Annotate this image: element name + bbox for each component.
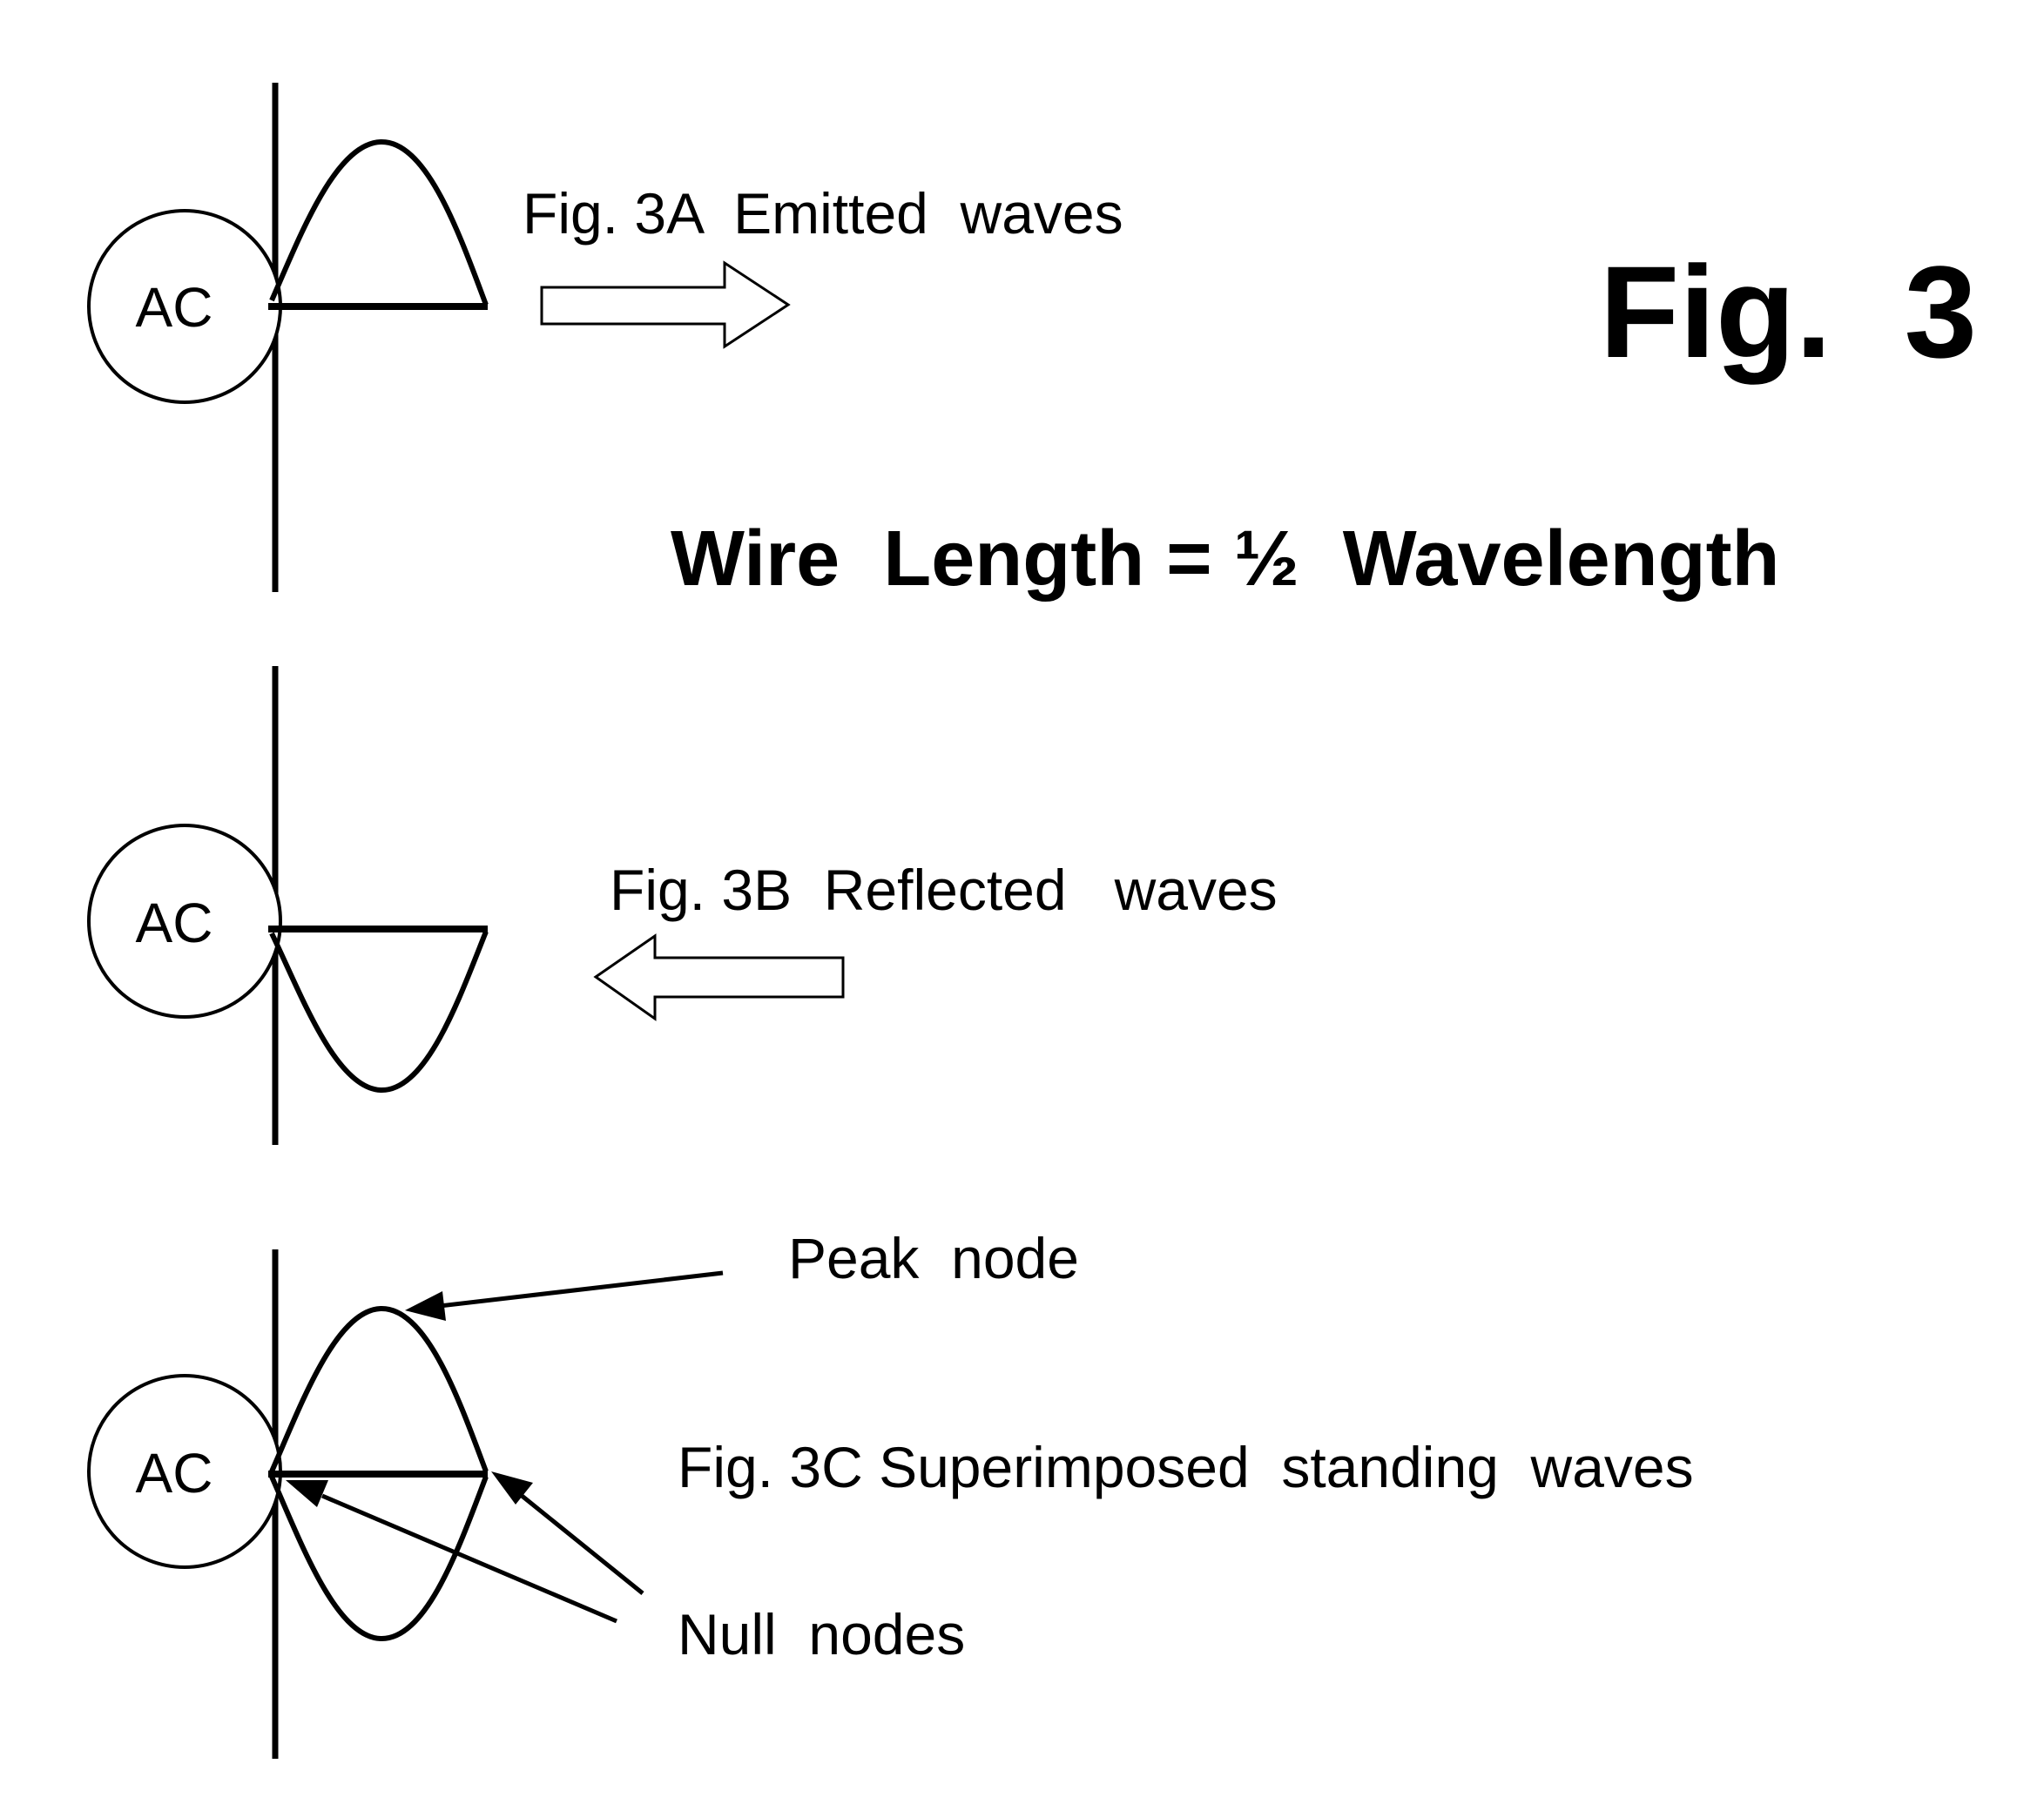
caption-3a: Fig. 3A Emitted waves [523, 181, 1123, 246]
null-node-arrowhead-right [491, 1471, 533, 1505]
figure-subtitle: Wire Length = ½ Wavelength [671, 515, 1780, 603]
ac-label-3b: AC [136, 892, 213, 954]
emitted-wave-3a [269, 138, 489, 306]
panel-3a: AC Fig. 3A Emitted waves [87, 83, 1123, 592]
standing-wave-lower-3c [269, 1475, 489, 1642]
null-node-pointer-right [519, 1493, 644, 1595]
null-nodes-label: Null nodes [678, 1602, 965, 1666]
null-node-pointer-left [321, 1493, 617, 1624]
ac-label-3c: AC [136, 1442, 213, 1505]
figure-title: Fig. 3 [1600, 239, 1977, 385]
reflected-wave-3b [269, 930, 489, 1094]
left-arrow-3b [593, 933, 845, 1021]
ac-source-3b [87, 824, 282, 1019]
null-node-arrowhead-left [286, 1480, 328, 1507]
caption-3c: Fig. 3C Superimposed standing waves [678, 1435, 1694, 1499]
peak-node-pointer [439, 1270, 724, 1309]
panel-3c: AC Peak node Null nodes Fig. 3C Superimp… [87, 1226, 1694, 1759]
caption-3b: Fig. 3B Reflected waves [610, 858, 1278, 922]
peak-node-arrowhead [405, 1291, 446, 1321]
panel-3b: AC Fig. 3B Reflected waves [87, 666, 1278, 1145]
standing-wave-upper-3c [269, 1305, 489, 1473]
right-arrow-3a [540, 260, 791, 349]
ac-label-3a: AC [136, 276, 213, 339]
peak-node-label: Peak node [788, 1226, 1079, 1290]
